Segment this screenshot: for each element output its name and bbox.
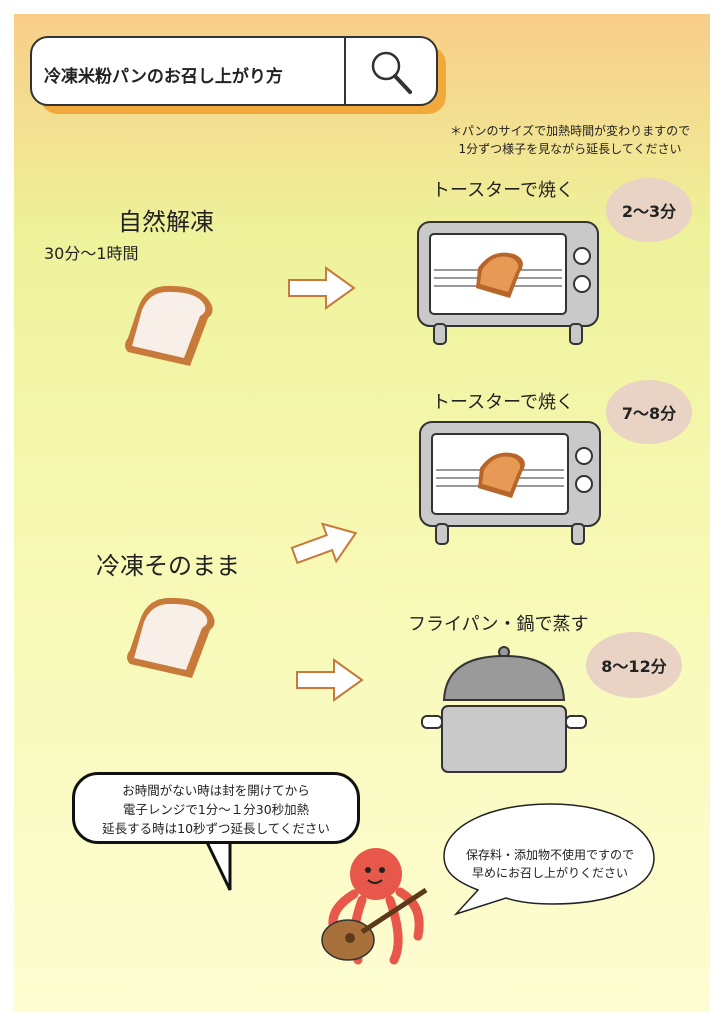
- additive-speech-bubble: [443, 803, 655, 916]
- time-badge: 8〜12分: [586, 632, 682, 698]
- additive-note: 保存料・添加物不使用ですので早めにお召し上がりください: [446, 846, 654, 882]
- arrow-up-right-icon: [290, 522, 358, 565]
- pot-icon: [421, 646, 587, 773]
- bubble-text: お時間がない時は封を開けてから: [122, 783, 310, 798]
- toaster-oven-icon: [417, 221, 599, 345]
- bubble-text: 延長する時は10秒ずつ延長してください: [102, 821, 330, 836]
- time-badge: 7〜8分: [606, 380, 692, 444]
- search-bar: [30, 36, 438, 106]
- note-line: 1分ずつ様子を見ながら延長してください: [458, 142, 682, 156]
- microwave-speech-bubble: お時間がない時は封を開けてから電子レンジで1分〜１分30秒加熱延長する時は10秒…: [72, 772, 360, 844]
- arrow-right-icon: [288, 266, 356, 310]
- frozen-label: 冷凍そのまま: [96, 552, 240, 580]
- method-label: トースターで焼く: [432, 180, 575, 201]
- search-icon: [371, 51, 412, 94]
- size-note: ＊パンのサイズで加熱時間が変わりますので 1分ずつ様子を見ながら延長してください: [430, 122, 710, 158]
- bread-icon: [125, 285, 213, 366]
- bubble-text: 早めにお召し上がりください: [471, 866, 628, 880]
- octopus-guitar-mascot: [321, 848, 428, 965]
- method-label: トースターで焼く: [432, 392, 575, 413]
- bubble-text: 保存料・添加物不使用ですので: [465, 848, 634, 862]
- note-line: ＊パンのサイズで加熱時間が変わりますので: [449, 124, 691, 138]
- time-badge: 2〜3分: [606, 178, 692, 242]
- thaw-label: 自然解凍: [118, 208, 214, 236]
- thaw-time: 30分〜1時間: [44, 244, 139, 263]
- bubble-text: 電子レンジで1分〜１分30秒加熱: [122, 802, 310, 817]
- arrow-right-icon: [296, 658, 364, 702]
- toaster-oven-icon: [419, 421, 601, 545]
- speech-tail: [202, 836, 232, 891]
- method-label: フライパン・鍋で蒸す: [408, 614, 589, 635]
- divider: [344, 37, 346, 105]
- bread-icon: [127, 597, 215, 678]
- page-title: 冷凍米粉パンのお召し上がり方: [44, 67, 283, 87]
